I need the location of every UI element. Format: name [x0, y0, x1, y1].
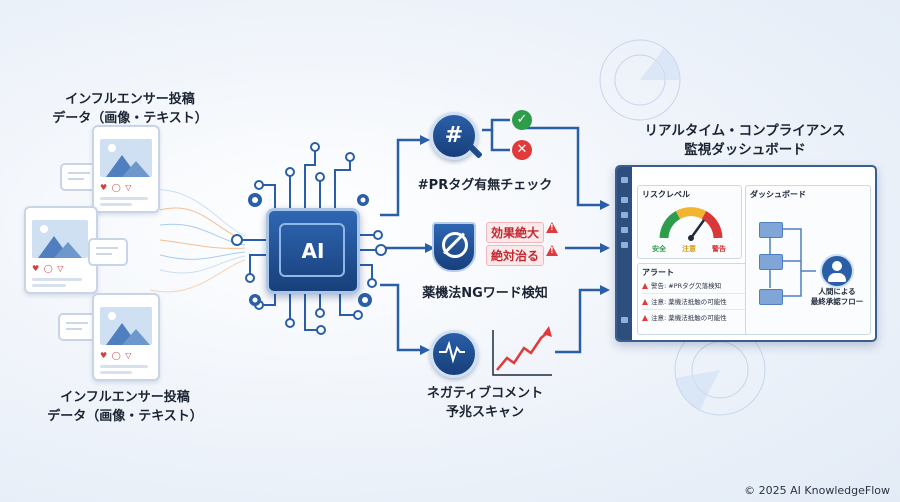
- flow-step-box: [759, 222, 783, 238]
- pr-tag-check-label: #PRタグ有無チェック: [417, 178, 553, 193]
- input-label-top-line1: インフルエンサー投稿: [65, 92, 195, 107]
- dashboard-title-line2: 監視ダッシュボード: [684, 142, 806, 158]
- alert-row[interactable]: 注意: 薬機法抵触の可能性: [642, 312, 754, 325]
- human-approval-line1: 人間による: [818, 287, 856, 296]
- ai-chip-label: AI: [301, 239, 325, 263]
- alert-panel: アラート 警告: #PRタグ欠落検知 注意: 薬機法抵触の可能性 注意: 薬機法…: [637, 263, 760, 335]
- negative-scan-line2: 予兆スキャン: [445, 405, 524, 420]
- hashtag-search-icon: #: [430, 112, 478, 160]
- warning-icon: [642, 283, 648, 289]
- human-approval-line2: 最終承認フロー: [810, 297, 864, 306]
- dashboard-title-line1: リアルタイム・コンプライアンス: [644, 123, 846, 139]
- ai-chip: AI: [266, 208, 360, 294]
- human-approval-label: 人間による 最終承認フロー: [806, 287, 868, 307]
- person-icon: [820, 254, 854, 288]
- like-comment-icons: ♥ ◯ ▽: [100, 183, 133, 192]
- warning-icon: [642, 299, 648, 305]
- like-comment-icons: ♥ ◯ ▽: [100, 351, 133, 360]
- input-label-top: インフルエンサー投稿 データ（画像・テキスト）: [45, 90, 215, 128]
- flow-step-box: [759, 254, 783, 270]
- gauge-label-warning: 警告: [712, 245, 726, 253]
- check-icon: ✓: [512, 110, 532, 130]
- warning-icon: !: [546, 245, 558, 256]
- social-post-card: ♥ ◯ ▽: [92, 293, 160, 381]
- copyright-text: © 2025 AI KnowledgeFlow: [744, 484, 890, 497]
- nav-icon: [621, 242, 628, 248]
- ng-word-2: 絶対治る: [486, 245, 545, 266]
- home-icon: [621, 177, 628, 183]
- gauge-label-safe: 安全: [652, 245, 666, 253]
- comment-bubble-icon: [88, 238, 128, 266]
- image-thumbnail-icon: [100, 307, 152, 345]
- alert-row[interactable]: 警告: #PRタグ欠落検知: [642, 280, 754, 294]
- ng-word-1: 効果絶大: [486, 222, 545, 243]
- warning-icon: !: [546, 222, 558, 233]
- image-thumbnail-icon: [100, 139, 152, 177]
- cross-icon: ✕: [512, 140, 532, 160]
- negative-scan-line1: ネガティブコメント: [426, 386, 544, 401]
- alert-panel-title: アラート: [642, 268, 674, 277]
- ng-word-detection-label: 薬機法NGワード検知: [422, 286, 548, 301]
- risk-gauge: [659, 207, 723, 241]
- risk-level-panel: リスクレベル 安全 注意 警告: [637, 185, 742, 259]
- like-comment-icons: ♥ ◯ ▽: [32, 264, 65, 273]
- social-post-card: ♥ ◯ ▽: [92, 125, 160, 213]
- compliance-dashboard-window: リスクレベル 安全 注意 警告 アラート 警告: #PRタグ欠落検知 注意: 薬…: [615, 165, 877, 342]
- image-thumbnail-icon: [32, 220, 88, 258]
- warning-icon: [642, 315, 648, 321]
- input-label-bottom-line2: データ（画像・テキスト）: [47, 409, 203, 424]
- alert-row[interactable]: 注意: 薬機法抵触の可能性: [642, 296, 754, 310]
- flow-step-box: [759, 289, 783, 305]
- settings-icon: [621, 317, 628, 323]
- input-label-bottom-line1: インフルエンサー投稿: [60, 390, 190, 405]
- risk-level-title: リスクレベル: [642, 190, 690, 199]
- flow-connectors: [769, 228, 816, 297]
- input-label-bottom: インフルエンサー投稿 データ（画像・テキスト）: [40, 388, 210, 426]
- dashboard-panel-title: ダッシュボード: [750, 190, 806, 199]
- nav-icon: [621, 212, 628, 218]
- shield-icon: [432, 222, 476, 272]
- nav-icon: [621, 227, 628, 233]
- approval-flow-panel: ダッシュボード 人間による 最終承認フロー: [745, 185, 871, 335]
- gauge-label-caution: 注意: [682, 245, 696, 253]
- negative-scan-label: ネガティブコメント 予兆スキャン: [400, 384, 570, 422]
- heartbeat-icon: [430, 330, 478, 378]
- brain-icon: [279, 223, 345, 277]
- social-post-card: ♥ ◯ ▽: [24, 206, 98, 294]
- nav-icon: [621, 197, 628, 203]
- input-label-top-line2: データ（画像・テキスト）: [52, 111, 208, 126]
- dashboard-sidebar: [617, 167, 632, 340]
- dashboard-title: リアルタイム・コンプライアンス 監視ダッシュボード: [620, 122, 870, 160]
